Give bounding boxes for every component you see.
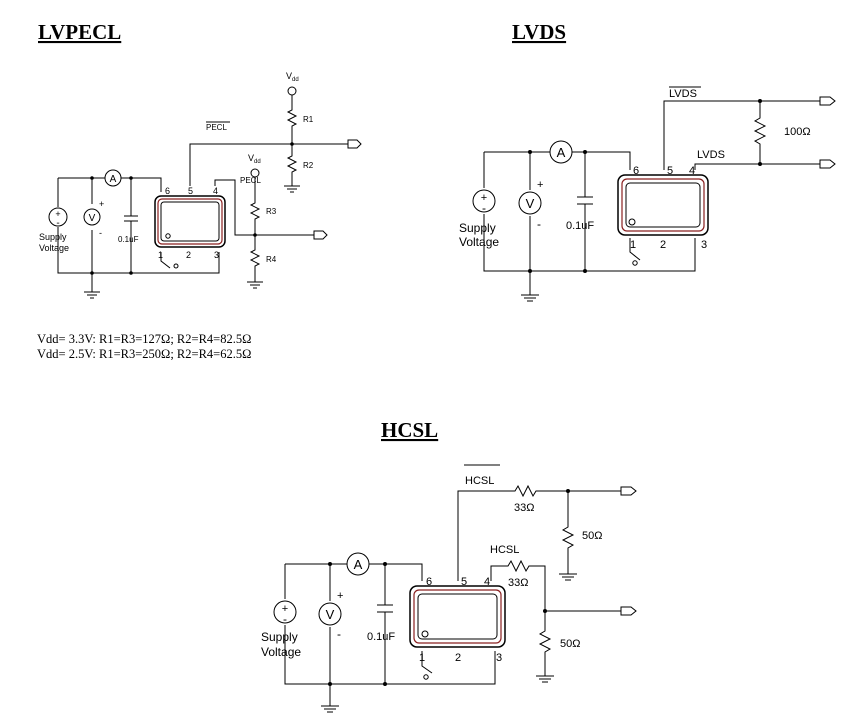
lvds-ammeter-label: A: [557, 145, 566, 160]
lvpecl-supply-label-2: Voltage: [39, 243, 69, 253]
lvpecl-title: LVPECL: [38, 20, 121, 44]
hcsl-pin5: 5: [461, 576, 467, 588]
lvpecl-pecl-bar-label: PECL: [206, 123, 227, 132]
lvds-supply-label-2: Voltage: [459, 235, 499, 249]
hcsl-voltmeter-plus: +: [337, 590, 343, 602]
hcsl-series-resistor-top: 33Ω: [514, 502, 534, 514]
hcsl-label: HCSL: [490, 544, 519, 556]
lvds-voltmeter-plus: +: [537, 179, 543, 191]
hcsl-pin2: 2: [455, 652, 461, 664]
lvpecl-r1: R1: [303, 115, 314, 124]
lvds-bar-label: LVDS: [669, 88, 697, 100]
hcsl-source-minus: -: [283, 612, 287, 626]
lvds-termination-resistor: 100Ω: [784, 126, 811, 138]
hcsl-bar-label: HCSL: [465, 475, 494, 487]
hcsl-load-resistor-top: 50Ω: [582, 530, 602, 542]
lvpecl-voltmeter-minus: -: [99, 228, 102, 238]
hcsl-pin3: 3: [496, 652, 502, 664]
hcsl-voltmeter-label: V: [326, 607, 335, 622]
lvpecl-pin6: 6: [165, 186, 170, 196]
hcsl-ammeter-label: A: [354, 557, 363, 572]
lvds-label: LVDS: [697, 149, 725, 161]
lvpecl-pin3: 3: [214, 250, 219, 260]
lvpecl-note-3v3: Vdd= 3.3V: R1=R3=127Ω; R2=R4=82.5Ω: [37, 332, 251, 346]
lvpecl-voltmeter-icon: [83, 208, 101, 226]
lvpecl-source-minus: -: [56, 218, 59, 229]
lvds-source-minus: -: [482, 201, 486, 215]
lvpecl-pecl-label: PECL: [240, 176, 261, 185]
lvpecl-pin5: 5: [188, 186, 193, 196]
lvds-pin5: 5: [667, 165, 673, 177]
hcsl-voltmeter-minus: -: [337, 627, 341, 641]
lvpecl-circuit: + - V + - A Supply Voltage 0.1uF 6 5 4 1…: [39, 71, 362, 299]
lvpecl-voltmeter-plus: +: [99, 199, 104, 209]
hcsl-pin4: 4: [484, 576, 490, 588]
lvpecl-note-2v5: Vdd= 2.5V: R1=R3=250Ω; R2=R4=62.5Ω: [37, 347, 251, 361]
hcsl-load-resistor-bottom: 50Ω: [560, 638, 580, 650]
lvds-circuit: + - V + - A Supply Voltage 0.1uF 6 5 4 1…: [459, 86, 836, 302]
lvds-source-plus: +: [481, 192, 487, 204]
lvds-pin1: 1: [630, 239, 636, 251]
lvpecl-source-plus: +: [55, 209, 60, 219]
hcsl-supply-label-2: Voltage: [261, 645, 301, 659]
lvds-pin4: 4: [689, 165, 695, 177]
lvpecl-vdd1: Vdd: [286, 71, 299, 83]
lvds-cap-label: 0.1uF: [566, 220, 594, 232]
hcsl-pin6: 6: [426, 576, 432, 588]
lvds-voltmeter-icon: [518, 191, 542, 215]
hcsl-voltmeter-icon: [318, 602, 342, 626]
hcsl-pin1: 1: [419, 652, 425, 664]
lvds-supply-label-1: Supply: [459, 221, 496, 235]
hcsl-series-resistor-bottom: 33Ω: [508, 577, 528, 589]
lvpecl-ammeter-icon: [104, 169, 122, 187]
lvpecl-vdd2: Vdd: [248, 153, 261, 165]
hcsl-circuit: + - V + - A Supply Voltage 0.1uF 6 5 4 1…: [261, 464, 637, 713]
lvpecl-voltmeter-label: V: [89, 213, 96, 224]
lvpecl-r3: R3: [266, 207, 277, 216]
lvpecl-ammeter-label: A: [110, 174, 117, 185]
lvpecl-cap-label: 0.1uF: [118, 235, 139, 244]
lvds-pin2: 2: [660, 239, 666, 251]
lvds-title: LVDS: [512, 20, 566, 44]
lvpecl-pin4: 4: [213, 186, 218, 196]
lvds-voltmeter-label: V: [526, 196, 535, 211]
lvds-voltmeter-minus: -: [537, 217, 541, 231]
hcsl-cap-label: 0.1uF: [367, 631, 395, 643]
lvpecl-pin2: 2: [186, 250, 191, 260]
hcsl-source-plus: +: [282, 603, 288, 615]
lvds-pin3: 3: [701, 239, 707, 251]
lvpecl-r4: R4: [266, 255, 277, 264]
hcsl-ammeter-icon: [346, 552, 370, 576]
lvpecl-supply-label-1: Supply: [39, 232, 67, 242]
lvpecl-r2: R2: [303, 161, 314, 170]
hcsl-supply-label-1: Supply: [261, 630, 298, 644]
lvpecl-pin1: 1: [158, 250, 163, 260]
hcsl-title: HCSL: [381, 418, 438, 442]
lvds-pin6: 6: [633, 165, 639, 177]
lvds-ammeter-icon: [549, 140, 573, 164]
